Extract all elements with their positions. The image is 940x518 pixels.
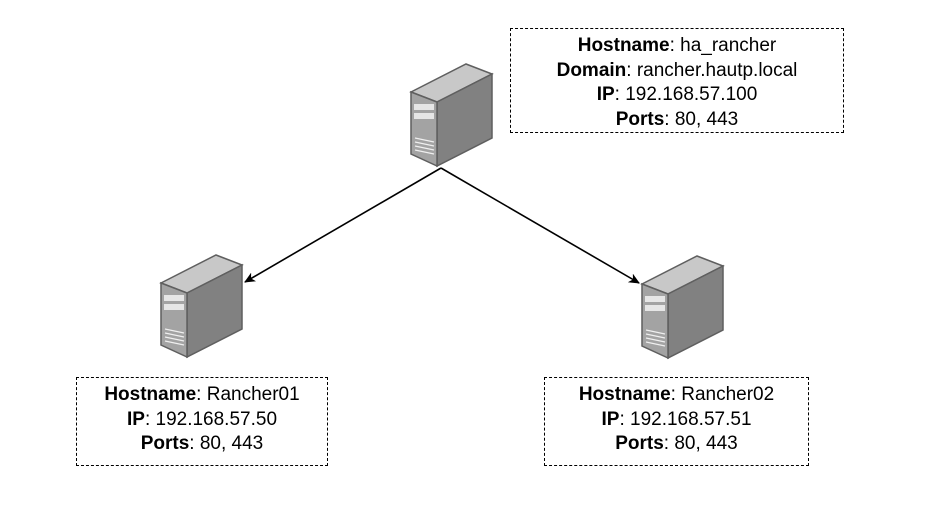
info-value: Rancher01 [206, 384, 300, 405]
info-box-rancher01: Hostname: Rancher01 IP: 192.168.57.50 Po… [76, 377, 328, 466]
server-icon-rancher01[interactable] [158, 253, 244, 359]
info-key: IP [596, 84, 615, 105]
info-key: Hostname [578, 384, 671, 405]
info-key: Ports [615, 108, 665, 130]
info-sep: : [670, 384, 682, 405]
info-value: 80, 443 [674, 108, 739, 130]
info-key: Hostname [577, 35, 670, 56]
info-row-ip: IP: 192.168.57.50 [77, 408, 327, 433]
info-sep: : [663, 433, 675, 454]
info-row-ip: IP: 192.168.57.100 [511, 83, 843, 108]
server-icon-rancher02[interactable] [639, 254, 725, 360]
info-sep: : [614, 84, 626, 105]
info-key: Ports [140, 433, 190, 454]
info-value: 192.168.57.50 [155, 408, 278, 430]
info-box-main: Hostname: ha_rancher Domain: rancher.hau… [510, 28, 844, 133]
info-value: 192.168.57.100 [625, 84, 758, 105]
info-sep: : [189, 433, 200, 454]
edge-main-to-rancher01 [244, 167, 442, 283]
info-row-domain: Domain: rancher.hautp.local [511, 59, 843, 84]
info-row-hostname: Hostname: ha_rancher [511, 34, 843, 59]
info-row-ip: IP: 192.168.57.51 [545, 408, 808, 433]
info-row-hostname: Hostname: Rancher02 [545, 383, 808, 408]
info-sep: : [669, 35, 681, 56]
info-key: Domain [556, 59, 627, 81]
info-box-rancher02: Hostname: Rancher02 IP: 192.168.57.51 Po… [544, 377, 809, 466]
info-value: 192.168.57.51 [630, 408, 752, 430]
info-row-ports: Ports: 80, 443 [511, 108, 843, 133]
info-key: Ports [615, 433, 664, 454]
edge-main-to-rancher02 [440, 167, 640, 284]
server-icon-main[interactable] [408, 62, 494, 168]
info-sep: : [196, 384, 207, 405]
info-row-hostname: Hostname: Rancher01 [77, 383, 327, 408]
info-sep: : [619, 408, 630, 430]
info-value: Rancher02 [681, 384, 775, 405]
info-sep: : [144, 408, 156, 430]
info-key: IP [601, 408, 620, 430]
info-sep: : [626, 59, 637, 81]
info-value: 80, 443 [674, 433, 738, 454]
info-row-ports: Ports: 80, 443 [545, 432, 808, 457]
info-sep: : [664, 108, 675, 130]
info-value: ha_rancher [680, 35, 777, 56]
info-key: Hostname [104, 384, 197, 405]
info-key: IP [126, 408, 145, 430]
info-value: 80, 443 [199, 433, 264, 454]
info-row-ports: Ports: 80, 443 [77, 432, 327, 457]
info-value: rancher.hautp.local [636, 59, 798, 81]
